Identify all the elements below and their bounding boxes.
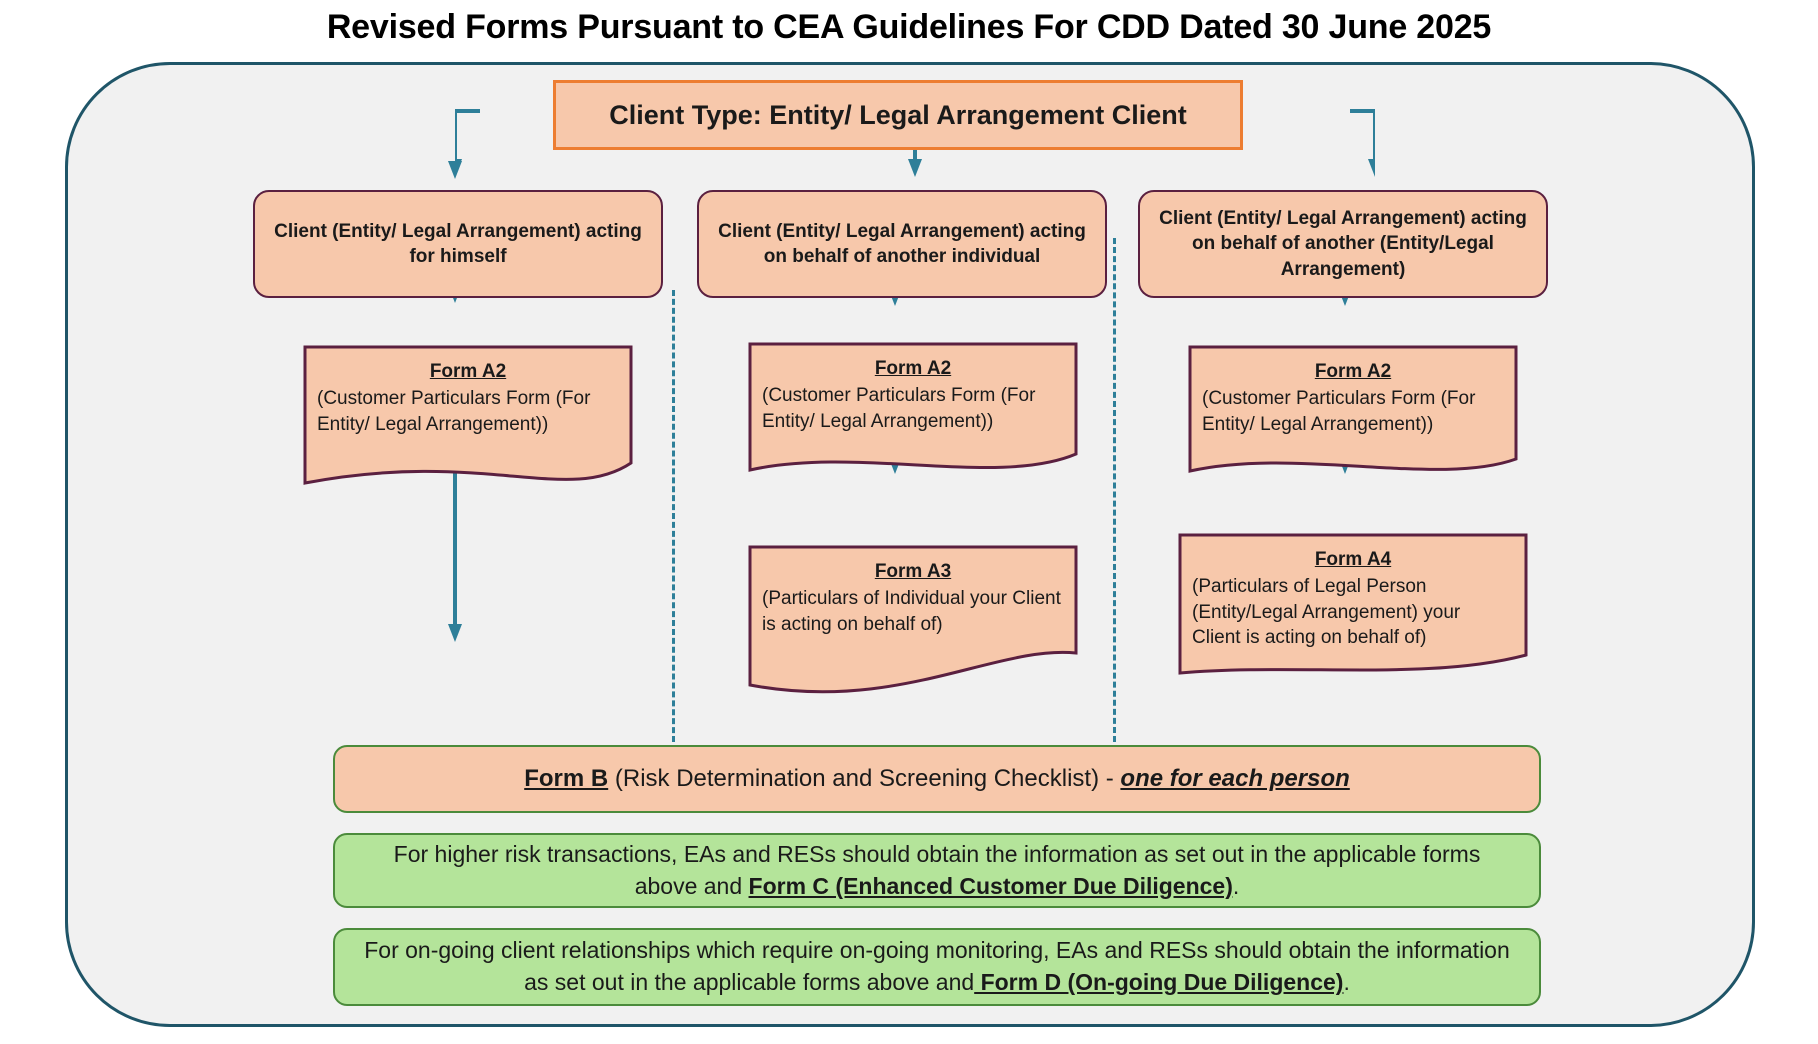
branch-3-client-box[interactable]: Client (Entity/ Legal Arrangement) actin… bbox=[1138, 190, 1548, 298]
branch-2-form-a2-desc: (Customer Particulars Form (For Entity/ … bbox=[762, 385, 1036, 432]
branch-1-client-label: Client (Entity/ Legal Arrangement) actin… bbox=[274, 220, 642, 267]
branch-1-form-a2-title: Form A2 bbox=[429, 361, 507, 382]
branch-3-form-a4-text: Form A4 (Particulars of Legal Person (En… bbox=[1178, 533, 1528, 651]
note-form-d-strong: Form D (On-going Due Diligence) bbox=[974, 969, 1344, 995]
branch-2-form-a3-box[interactable]: Form A3 (Particulars of Individual your … bbox=[748, 545, 1078, 695]
branch-2-client-label: Client (Entity/ Legal Arrangement) actin… bbox=[718, 220, 1086, 267]
divider-branch-1-2 bbox=[672, 290, 675, 742]
branch-2-form-a2-title: Form A2 bbox=[874, 358, 952, 379]
page-title: Revised Forms Pursuant to CEA Guidelines… bbox=[326, 8, 1492, 46]
branch-2-client-box[interactable]: Client (Entity/ Legal Arrangement) actin… bbox=[697, 190, 1107, 298]
branch-3-form-a4-desc: (Particulars of Legal Person (Entity/Leg… bbox=[1192, 576, 1461, 649]
branch-1-form-a2-text: Form A2 (Customer Particulars Form (For … bbox=[303, 345, 633, 437]
branch-1-form-a2-desc: (Customer Particulars Form (For Entity/ … bbox=[317, 388, 591, 435]
branch-3-form-a4-box[interactable]: Form A4 (Particulars of Legal Person (En… bbox=[1178, 533, 1528, 683]
branch-2-form-a2-text: Form A2 (Customer Particulars Form (For … bbox=[748, 342, 1078, 434]
form-b-emphasis: one for each person bbox=[1120, 765, 1350, 793]
note-form-c-tail: . bbox=[1232, 872, 1240, 899]
note-form-d-box[interactable]: For on-going client relationships which … bbox=[333, 928, 1541, 1006]
branch-3-form-a2-desc: (Customer Particulars Form (For Entity/ … bbox=[1202, 388, 1476, 435]
branch-1-form-a2-box[interactable]: Form A2 (Customer Particulars Form (For … bbox=[303, 345, 633, 500]
connector-left-arrowhead bbox=[448, 155, 468, 181]
branch-3-client-label: Client (Entity/ Legal Arrangement) actin… bbox=[1159, 208, 1527, 280]
divider-branch-2-3 bbox=[1113, 238, 1116, 742]
branch-2-form-a3-desc: (Particulars of Individual your Client i… bbox=[762, 588, 1061, 635]
branch-3-form-a2-title: Form A2 bbox=[1314, 361, 1392, 382]
form-b-box[interactable]: Form B (Risk Determination and Screening… bbox=[333, 745, 1541, 813]
note-form-c-strong: Form C (Enhanced Customer Due Diligence) bbox=[748, 872, 1233, 899]
form-b-middle: (Risk Determination and Screening Checkl… bbox=[608, 765, 1121, 793]
root-client-type-label: Client Type: Entity/ Legal Arrangement C… bbox=[609, 99, 1187, 130]
form-b-text: Form B (Risk Determination and Screening… bbox=[524, 763, 1350, 794]
branch-3-form-a2-box[interactable]: Form A2 (Customer Particulars Form (For … bbox=[1188, 345, 1518, 490]
branch-2-form-a2-box[interactable]: Form A2 (Customer Particulars Form (For … bbox=[748, 342, 1078, 487]
branch-3-form-a4-title: Form A4 bbox=[1314, 549, 1392, 570]
branch-2-form-a3-title: Form A3 bbox=[874, 561, 952, 582]
note-form-d-lead: For on-going client relationships which … bbox=[364, 937, 1510, 995]
form-b-name: Form B bbox=[524, 765, 609, 793]
root-client-type-box[interactable]: Client Type: Entity/ Legal Arrangement C… bbox=[553, 80, 1243, 150]
note-form-c-text: For higher risk transactions, EAs and RE… bbox=[363, 839, 1511, 902]
branch-2-form-a3-text: Form A3 (Particulars of Individual your … bbox=[748, 545, 1078, 637]
note-form-c-box[interactable]: For higher risk transactions, EAs and RE… bbox=[333, 833, 1541, 908]
branch-3-form-a2-text: Form A2 (Customer Particulars Form (For … bbox=[1188, 345, 1518, 437]
note-form-d-tail: . bbox=[1343, 969, 1350, 995]
note-form-d-text: For on-going client relationships which … bbox=[363, 935, 1511, 998]
note-form-c-lead: For higher risk transactions, EAs and RE… bbox=[393, 840, 1481, 899]
branch-1-client-box[interactable]: Client (Entity/ Legal Arrangement) actin… bbox=[253, 190, 663, 298]
